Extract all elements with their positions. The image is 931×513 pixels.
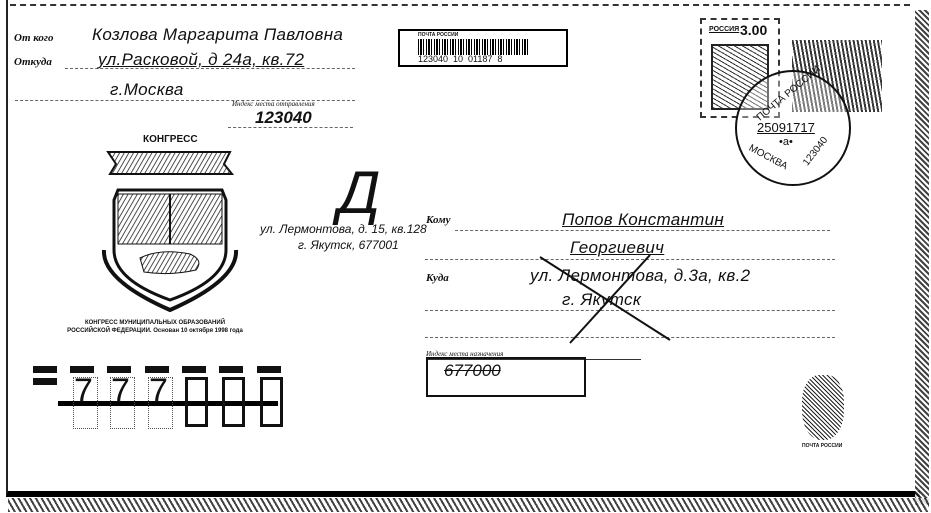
crossed-out-mark-icon: [539, 255, 671, 344]
recipient-line-2: [425, 259, 835, 260]
recipient-street: ул. Лермонтова, д.3а, кв.2: [530, 266, 751, 285]
emblem-title: КОНГРЕСС: [143, 134, 198, 145]
recipient-line-3: [425, 310, 835, 311]
sender-city: г.Москва: [110, 80, 184, 99]
sender-line-1: [65, 68, 355, 69]
postmark-index: 123040: [801, 134, 831, 169]
to-label: Кому: [426, 214, 451, 226]
torn-edge-right: [915, 10, 929, 505]
sender-index-line: [228, 127, 353, 128]
recipient-city: г. Якутск: [562, 290, 642, 309]
tracking-barcode: ПОЧТА РОССИИ 123040 10 01187 8: [398, 29, 568, 67]
emblem-caption-2: РОССИЙСКОЙ ФЕДЕРАЦИИ. Основан 10 октября…: [67, 328, 243, 334]
postmark-letter: •а•: [779, 136, 793, 148]
from-label: От кого: [14, 32, 54, 44]
sender-name: Козлова Маргарита Павловна: [92, 25, 344, 44]
postcode-digit-1: 7: [74, 372, 93, 410]
redirect-letter: Д: [338, 159, 381, 226]
recipient-index: 677000: [444, 361, 501, 380]
where-to-label: Куда: [426, 272, 449, 284]
stamp-country: РОССИЯ: [709, 26, 740, 33]
sender-street: ул.Расковой, д 24а, кв.72: [98, 50, 305, 69]
recipient-name-2: Георгиевич: [570, 238, 665, 257]
recipient-name-1: Попов Константин: [562, 210, 725, 229]
top-edge: [10, 4, 910, 6]
congress-emblem-icon: [101, 151, 239, 313]
postcode-digit-2: 7: [111, 372, 130, 410]
recipient-index-label: Индекс места назначения: [426, 350, 504, 358]
recipient-line-1: [455, 230, 830, 231]
index-line: [426, 359, 641, 360]
barcode-bars: [418, 39, 528, 55]
torn-edge-bottom: [8, 498, 929, 512]
sender-line-2: [15, 100, 355, 101]
envelope-frame: [6, 0, 920, 497]
coat-caption: ПОЧТА РОССИИ: [802, 443, 843, 449]
emblem-caption-1: КОНГРЕСС МУНИЦИПАЛЬНЫХ ОБРАЗОВАНИЙ: [84, 320, 226, 326]
postcode-digit-3: 7: [149, 372, 168, 410]
redirect-address-1: ул. Лермонтова, д. 15, кв.128: [260, 222, 427, 236]
barcode-number: 123040 10 01187 8: [418, 54, 503, 64]
postmark: ПОЧТА РОССИИ 25091717 •а• МОСКВА 123040: [735, 64, 851, 186]
barcode-header: ПОЧТА РОССИИ: [418, 32, 459, 38]
sender-index-label: Индекс места отправления: [232, 100, 315, 108]
postmark-date: 25091717: [757, 120, 815, 135]
recipient-index-box: 677000: [426, 357, 586, 397]
stamp-value: 3.00: [740, 22, 768, 38]
sender-index: 123040: [255, 108, 312, 127]
coat-of-arms-icon: [802, 375, 844, 440]
redirect-address-2: г. Якутск, 677001: [298, 238, 399, 252]
recipient-line-4: [425, 337, 835, 338]
where-label: Откуда: [14, 56, 52, 68]
